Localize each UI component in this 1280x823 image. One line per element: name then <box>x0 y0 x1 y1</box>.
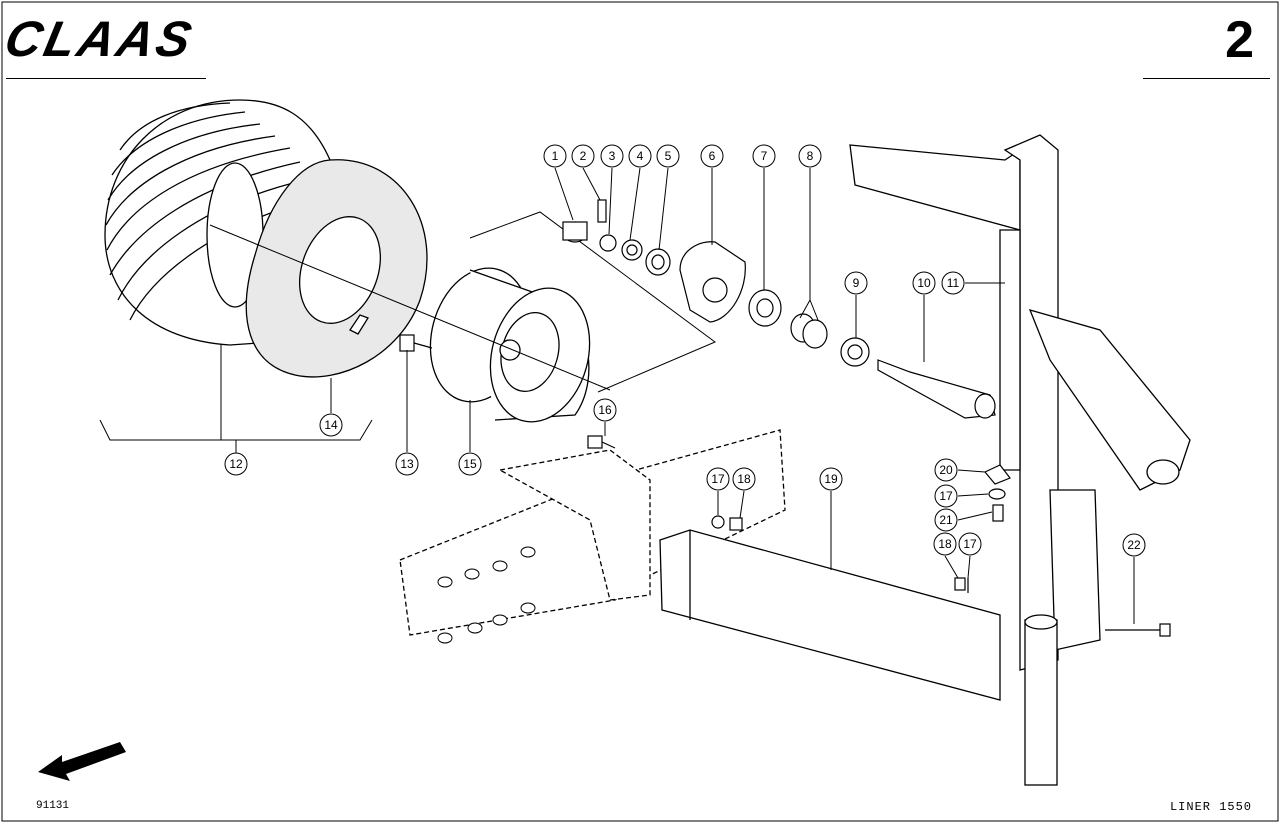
callout-c15: 15 <box>458 452 482 476</box>
callout-number: 18 <box>938 537 952 551</box>
callout-number: 17 <box>711 472 725 486</box>
valve-drawing <box>399 334 433 352</box>
callout-circle <box>628 144 652 168</box>
callout-circle <box>571 144 595 168</box>
callout-circle <box>958 532 982 556</box>
page-number: 2 <box>1225 11 1254 69</box>
callout-circle <box>706 467 730 491</box>
callout-c16: 16 <box>593 398 617 422</box>
logo-underline <box>6 78 206 79</box>
callout-c21: 21 <box>934 508 958 532</box>
callout-c10: 10 <box>912 271 936 295</box>
callout-c14: 14 <box>319 413 343 437</box>
callout-number: 22 <box>1127 538 1141 552</box>
callout-circle <box>934 484 958 508</box>
callout-number: 21 <box>939 513 953 527</box>
page-number-underline <box>1143 78 1270 79</box>
inner-tube-drawing <box>245 159 428 378</box>
callout-c6: 6 <box>700 144 724 168</box>
callout-number: 13 <box>400 457 414 471</box>
stub-axle-drawing <box>877 359 996 419</box>
callout-c7: 7 <box>752 144 776 168</box>
callout-circle <box>593 398 617 422</box>
callout-c13: 13 <box>395 452 419 476</box>
callout-number: 1 <box>552 149 559 163</box>
leader-lines <box>99 167 1135 624</box>
callout-c12: 12 <box>224 452 248 476</box>
axis-line <box>209 224 611 391</box>
callout-c3: 3 <box>600 144 624 168</box>
callout-number: 6 <box>709 149 716 163</box>
callout-number: 17 <box>963 537 977 551</box>
callout-circle <box>934 508 958 532</box>
callout-circle <box>543 144 567 168</box>
callout-c20: 20 <box>934 458 958 482</box>
callout-number: 5 <box>665 149 672 163</box>
callout-c17b: 17 <box>934 484 958 508</box>
callout-number: 2 <box>580 149 587 163</box>
callout-circle <box>819 467 843 491</box>
callout-number: 18 <box>737 472 751 486</box>
wheel-rim-drawing <box>429 267 591 423</box>
direction-arrow-icon <box>38 742 126 781</box>
figure-code: 91131 <box>36 800 70 812</box>
callout-circle <box>224 452 248 476</box>
callout-c9: 9 <box>844 271 868 295</box>
callout-c5: 5 <box>656 144 680 168</box>
callout-number: 16 <box>598 403 612 417</box>
callout-circle <box>933 532 957 556</box>
callout-number: 11 <box>947 276 960 290</box>
callout-circle <box>798 144 822 168</box>
callout-circle <box>934 458 958 482</box>
callout-circle <box>700 144 724 168</box>
callout-c22: 22 <box>1122 533 1146 557</box>
callout-c4: 4 <box>628 144 652 168</box>
guard-panel-drawing <box>659 529 1001 701</box>
callout-circle <box>732 467 756 491</box>
hub-parts-drawing <box>562 199 870 367</box>
callout-circle <box>1122 533 1146 557</box>
callout-number: 10 <box>917 276 931 290</box>
frame-upright-drawing <box>849 134 1191 786</box>
callout-c11: 11 <box>941 271 965 295</box>
callout-c18b: 18 <box>933 532 957 556</box>
callout-c2: 2 <box>571 144 595 168</box>
callout-circle <box>319 413 343 437</box>
callout-number: 8 <box>807 149 814 163</box>
assembly-guide <box>469 211 716 393</box>
callout-c1: 1 <box>543 144 567 168</box>
callout-circle <box>395 452 419 476</box>
callout-number: 20 <box>939 463 953 477</box>
callout-c17c: 17 <box>958 532 982 556</box>
callout-c17a: 17 <box>706 467 730 491</box>
callout-number: 17 <box>939 489 953 503</box>
callout-number: 15 <box>463 457 477 471</box>
callout-c18a: 18 <box>732 467 756 491</box>
callout-number: 12 <box>229 457 243 471</box>
callout-circle <box>941 271 965 295</box>
callout-number: 3 <box>609 149 616 163</box>
callout-number: 19 <box>824 472 838 486</box>
hardware-drawing <box>587 435 1171 637</box>
callout-circle <box>600 144 624 168</box>
callout-number: 9 <box>853 276 860 290</box>
axle-holes <box>437 546 536 644</box>
callout-number: 14 <box>324 418 338 432</box>
callout-circle <box>752 144 776 168</box>
callout-number: 4 <box>637 149 644 163</box>
callout-circle <box>912 271 936 295</box>
callout-c8: 8 <box>798 144 822 168</box>
callout-circle <box>656 144 680 168</box>
callout-circle <box>844 271 868 295</box>
callout-c19: 19 <box>819 467 843 491</box>
callout-number: 7 <box>761 149 768 163</box>
model-name: LINER 1550 <box>1169 800 1252 814</box>
callout-circle <box>458 452 482 476</box>
